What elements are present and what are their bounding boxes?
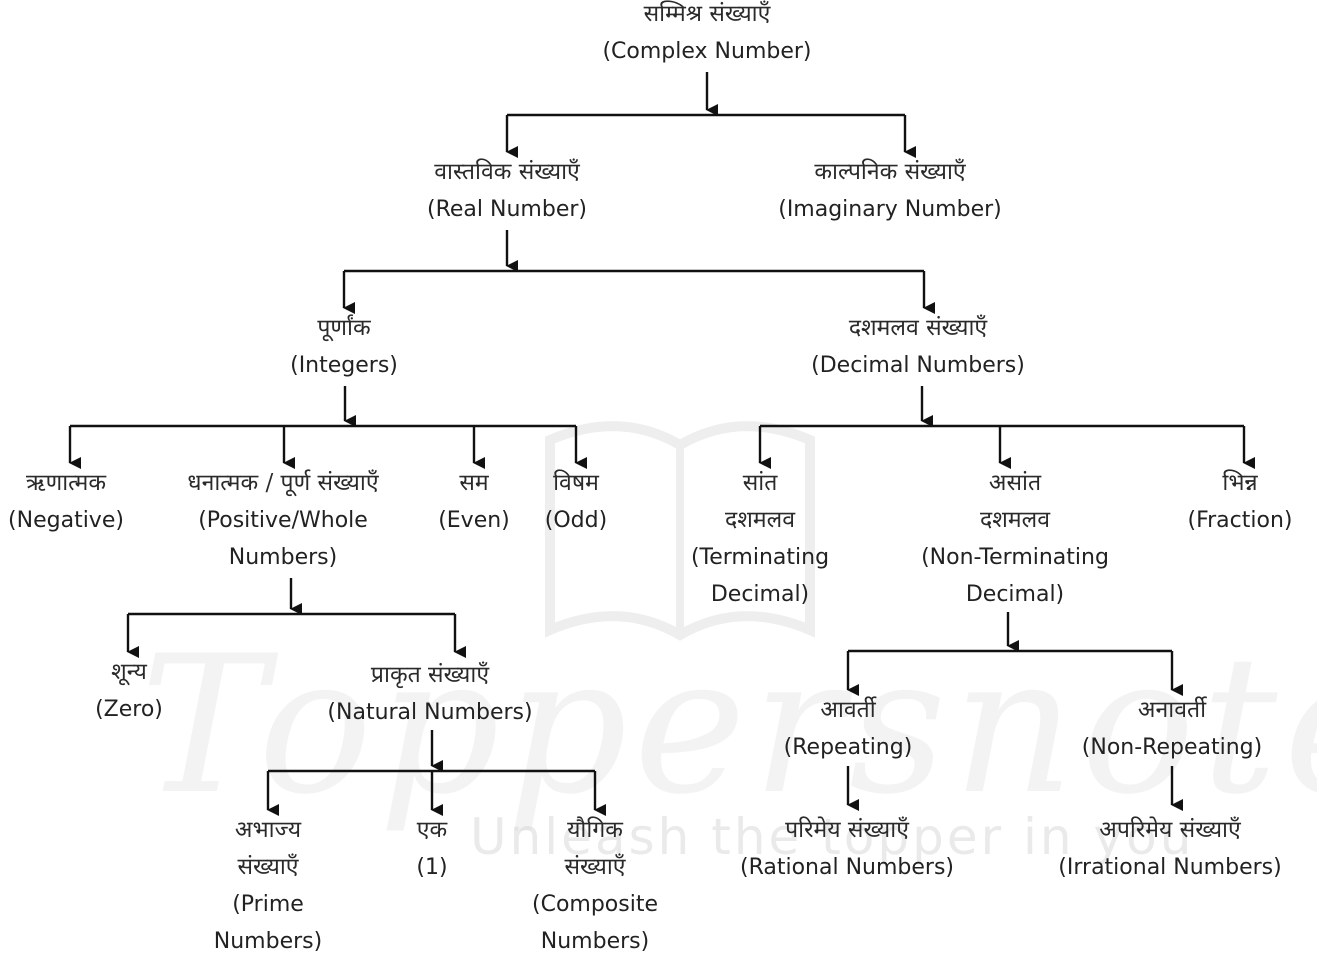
node-one-english: (1) (416, 855, 448, 880)
node-imaginary-hindi: काल्पनिक संख्याएँ (814, 159, 966, 185)
node-non-repeating: अनावर्ती (Non-Repeating) (1060, 692, 1284, 766)
node-integers-english: (Integers) (290, 353, 398, 378)
node-positive-whole: धनात्मक / पूर्ण संख्याएँ (Positive/Whole… (150, 465, 416, 576)
node-fraction-hindi: भिन्न (1222, 470, 1258, 496)
node-real-number: वास्तविक संख्याएँ (Real Number) (367, 154, 647, 228)
node-prime-hindi-line1: अभाज्य (234, 817, 302, 843)
node-complex-english: (Complex Number) (602, 39, 812, 64)
node-positive-hindi: धनात्मक / पूर्ण संख्याएँ (187, 470, 379, 496)
node-odd-english: (Odd) (544, 508, 608, 533)
node-nonrepeating-english: (Non-Repeating) (1081, 735, 1263, 760)
node-nonterminating-hindi-line1: असांत (988, 470, 1042, 496)
node-even-english: (Even) (438, 508, 510, 533)
node-composite-english-line1: (Composite (532, 892, 658, 917)
node-even-hindi: सम (459, 470, 489, 496)
node-terminating-english-line2: Decimal) (710, 582, 810, 607)
node-one-hindi: एक (416, 817, 448, 843)
node-repeating-english: (Repeating) (783, 735, 913, 760)
node-rational-english: (Rational Numbers) (739, 855, 955, 880)
node-imaginary-number: काल्पनिक संख्याएँ (Imaginary Number) (750, 154, 1030, 228)
node-composite-hindi-line1: यौगिक (567, 817, 623, 843)
node-composite-hindi-line2: संख्याएँ (564, 854, 626, 880)
node-integers: पूर्णांक (Integers) (244, 310, 444, 384)
node-even: सम (Even) (430, 465, 518, 539)
node-natural-hindi: प्राकृत संख्याएँ (370, 662, 490, 688)
node-rational-numbers: परिमेय संख्याएँ (Rational Numbers) (718, 812, 976, 886)
node-zero-english: (Zero) (95, 697, 163, 722)
node-nonterminating-english-line1: (Non-Terminating (921, 545, 1109, 570)
node-integers-hindi: पूर्णांक (317, 315, 371, 341)
node-decimal-numbers: दशमलव संख्याएँ (Decimal Numbers) (788, 310, 1048, 384)
node-irrational-hindi: अपरिमेय संख्याएँ (1099, 817, 1241, 843)
node-repeating: आवर्ती (Repeating) (758, 692, 938, 766)
node-repeating-hindi: आवर्ती (820, 697, 876, 723)
node-terminating-hindi-line1: सांत (742, 470, 778, 496)
node-fraction-english: (Fraction) (1187, 508, 1293, 533)
node-negative: ऋणात्मक (Negative) (0, 465, 132, 539)
node-rational-hindi: परिमेय संख्याएँ (785, 817, 909, 843)
node-non-terminating-decimal: असांत दशमलव (Non-Terminating Decimal) (895, 465, 1135, 613)
node-decimal-english: (Decimal Numbers) (811, 353, 1025, 378)
node-terminating-decimal: सांत दशमलव (Terminating Decimal) (670, 465, 850, 613)
node-nonterminating-hindi-line2: दशमलव (980, 507, 1050, 533)
node-positive-english-line1: (Positive/Whole (198, 508, 368, 533)
node-real-english: (Real Number) (427, 197, 587, 222)
book-watermark-icon (545, 421, 815, 641)
node-real-hindi: वास्तविक संख्याएँ (434, 159, 580, 185)
node-negative-english: (Negative) (8, 508, 124, 533)
node-prime-english-line1: (Prime (232, 892, 304, 917)
node-nonterminating-english-line2: Decimal) (965, 582, 1065, 607)
node-terminating-english-line1: (Terminating (690, 545, 830, 570)
node-negative-hindi: ऋणात्मक (25, 470, 107, 496)
node-composite-numbers: यौगिक संख्याएँ (Composite Numbers) (505, 812, 685, 960)
node-complex-number: सम्मिश्र संख्याएँ (Complex Number) (557, 0, 857, 70)
node-irrational-english: (Irrational Numbers) (1058, 855, 1282, 880)
node-natural-numbers: प्राकृत संख्याएँ (Natural Numbers) (298, 657, 562, 731)
node-zero: शून्य (Zero) (74, 654, 184, 728)
node-irrational-numbers: अपरिमेय संख्याएँ (Irrational Numbers) (1032, 812, 1308, 886)
node-positive-english-line2: Numbers) (228, 545, 338, 570)
node-fraction: भिन्न (Fraction) (1170, 465, 1310, 539)
node-prime-english-line2: Numbers) (213, 929, 323, 954)
node-terminating-hindi-line2: दशमलव (725, 507, 795, 533)
node-imaginary-english: (Imaginary Number) (778, 197, 1002, 222)
node-composite-english-line2: Numbers) (540, 929, 650, 954)
node-prime-numbers: अभाज्य संख्याएँ (Prime Numbers) (198, 812, 338, 960)
node-nonrepeating-hindi: अनावर्ती (1137, 697, 1207, 723)
node-one: एक (1) (392, 812, 472, 886)
node-prime-hindi-line2: संख्याएँ (237, 854, 299, 880)
node-odd-hindi: विषम (553, 470, 599, 496)
node-natural-english: (Natural Numbers) (327, 700, 533, 725)
node-odd: विषम (Odd) (532, 465, 620, 539)
node-complex-hindi: सम्मिश्र संख्याएँ (643, 1, 771, 27)
node-decimal-hindi: दशमलव संख्याएँ (848, 315, 988, 341)
node-zero-hindi: शून्य (111, 659, 147, 685)
